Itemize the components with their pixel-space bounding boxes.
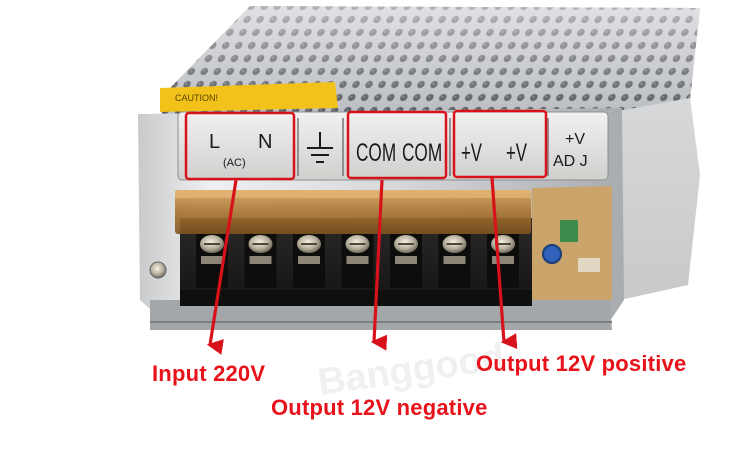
terminal-label-com-1: COM — [356, 137, 396, 166]
callout-output-positive: Output 12V positive — [476, 351, 687, 376]
terminal-label-adj-top: +V — [565, 131, 585, 148]
terminal-screws — [196, 234, 519, 288]
highlight-box-input — [184, 111, 296, 181]
terminal-label-vplus-1: +V — [461, 138, 483, 166]
terminal-label-ac: (AC) — [223, 157, 246, 169]
callout-input-220v: Input 220V — [152, 361, 266, 386]
highlight-box-com — [346, 110, 448, 180]
terminal-screw-icon — [244, 234, 277, 288]
terminal-label-n: N — [258, 131, 272, 153]
terminal-screw-icon — [390, 234, 422, 288]
arrow-input — [206, 179, 238, 355]
caution-sticker: CAUTION! — [160, 82, 338, 112]
callout-output-negative: Output 12V negative — [271, 395, 488, 420]
potentiometer-icon — [542, 244, 562, 264]
earth-ground-icon — [307, 132, 333, 163]
circuit-board — [530, 186, 612, 300]
terminal-label-strip: L N (AC) COM COM +V +V +V AD J — [177, 111, 609, 181]
caution-text: CAUTION! — [175, 93, 218, 103]
callout-arrows — [206, 177, 518, 355]
mounting-screw-icon — [149, 261, 167, 279]
highlight-boxes — [184, 109, 548, 181]
terminal-screw-icon — [341, 234, 374, 288]
terminal-screw-icon — [487, 234, 519, 288]
terminal-label-vplus-2: +V — [506, 138, 528, 166]
terminal-label-l: L — [209, 131, 220, 153]
terminal-label-adj-bottom: AD J — [553, 153, 588, 170]
terminal-label-com-2: COM — [402, 137, 442, 166]
arrow-negative — [370, 179, 388, 351]
side-panel — [612, 98, 700, 300]
highlight-box-vplus — [452, 109, 548, 179]
terminal-screw-icon — [438, 234, 471, 288]
terminal-screw-icon — [293, 234, 325, 288]
terminal-block — [175, 190, 532, 306]
arrow-positive — [490, 177, 518, 350]
